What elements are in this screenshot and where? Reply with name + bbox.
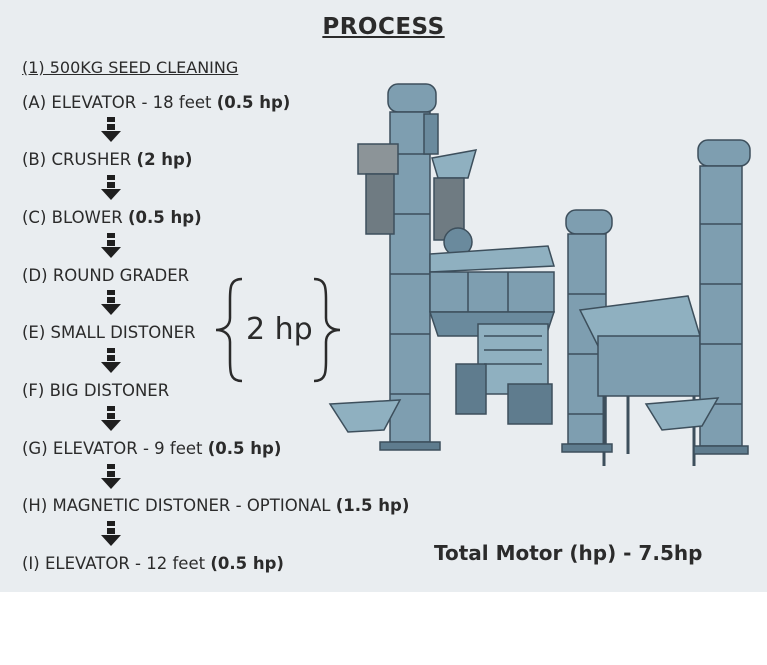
step-a: (A) ELEVATOR - 18 feet (0.5 hp) (22, 93, 290, 112)
group-power-label: 2 hp (246, 312, 313, 347)
step-d: (D) ROUND GRADER (22, 266, 189, 285)
step-power: (0.5 hp) (207, 439, 282, 458)
down-arrow-icon (101, 117, 121, 142)
step-power: (2 hp) (136, 150, 193, 169)
step-power: (0.5 hp) (128, 208, 202, 227)
total-motor-power: Total Motor (hp) - 7.5hp (434, 541, 703, 565)
left-brace-icon (215, 277, 243, 383)
step-i: (I) ELEVATOR - 12 feet (0.5 hp) (22, 554, 284, 573)
process-subtitle: (1) 500KG SEED CLEANING (22, 58, 239, 77)
step-label: (C) BLOWER (22, 208, 123, 227)
down-arrow-icon (101, 464, 121, 489)
step-h: (H) MAGNETIC DISTONER - OPTIONAL (1.5 hp… (22, 496, 409, 515)
seed-cleaning-machine-illustration (328, 83, 751, 466)
step-power: (1.5 hp) (335, 496, 410, 515)
down-arrow-icon (101, 175, 121, 200)
step-label: (D) ROUND GRADER (22, 266, 190, 285)
step-c: (C) BLOWER (0.5 hp) (22, 208, 202, 227)
step-label: (B) CRUSHER (22, 150, 132, 169)
down-arrow-icon (101, 406, 121, 431)
step-label: (H) MAGNETIC DISTONER - OPTIONAL (22, 496, 331, 515)
step-e: (E) SMALL DISTONER (22, 323, 196, 342)
down-arrow-icon (101, 290, 121, 315)
down-arrow-icon (101, 348, 121, 373)
down-arrow-icon (101, 521, 121, 546)
step-label: (I) ELEVATOR - 12 feet (22, 554, 206, 573)
step-label: (G) ELEVATOR - 9 feet (22, 439, 203, 458)
page-title: PROCESS (322, 14, 445, 40)
process-panel: PROCESS (1) 500KG SEED CLEANING (A) ELEV… (0, 0, 767, 592)
step-label: (E) SMALL DISTONER (22, 323, 196, 342)
step-power: (0.5 hp) (216, 93, 291, 112)
step-b: (B) CRUSHER (2 hp) (22, 150, 192, 169)
right-brace-icon (313, 277, 341, 383)
step-label: (A) ELEVATOR - 18 feet (22, 93, 212, 112)
step-label: (F) BIG DISTONER (22, 381, 170, 400)
step-g: (G) ELEVATOR - 9 feet (0.5 hp) (22, 439, 281, 458)
down-arrow-icon (101, 233, 121, 258)
step-f: (F) BIG DISTONER (22, 381, 169, 400)
step-power: (0.5 hp) (210, 554, 284, 573)
